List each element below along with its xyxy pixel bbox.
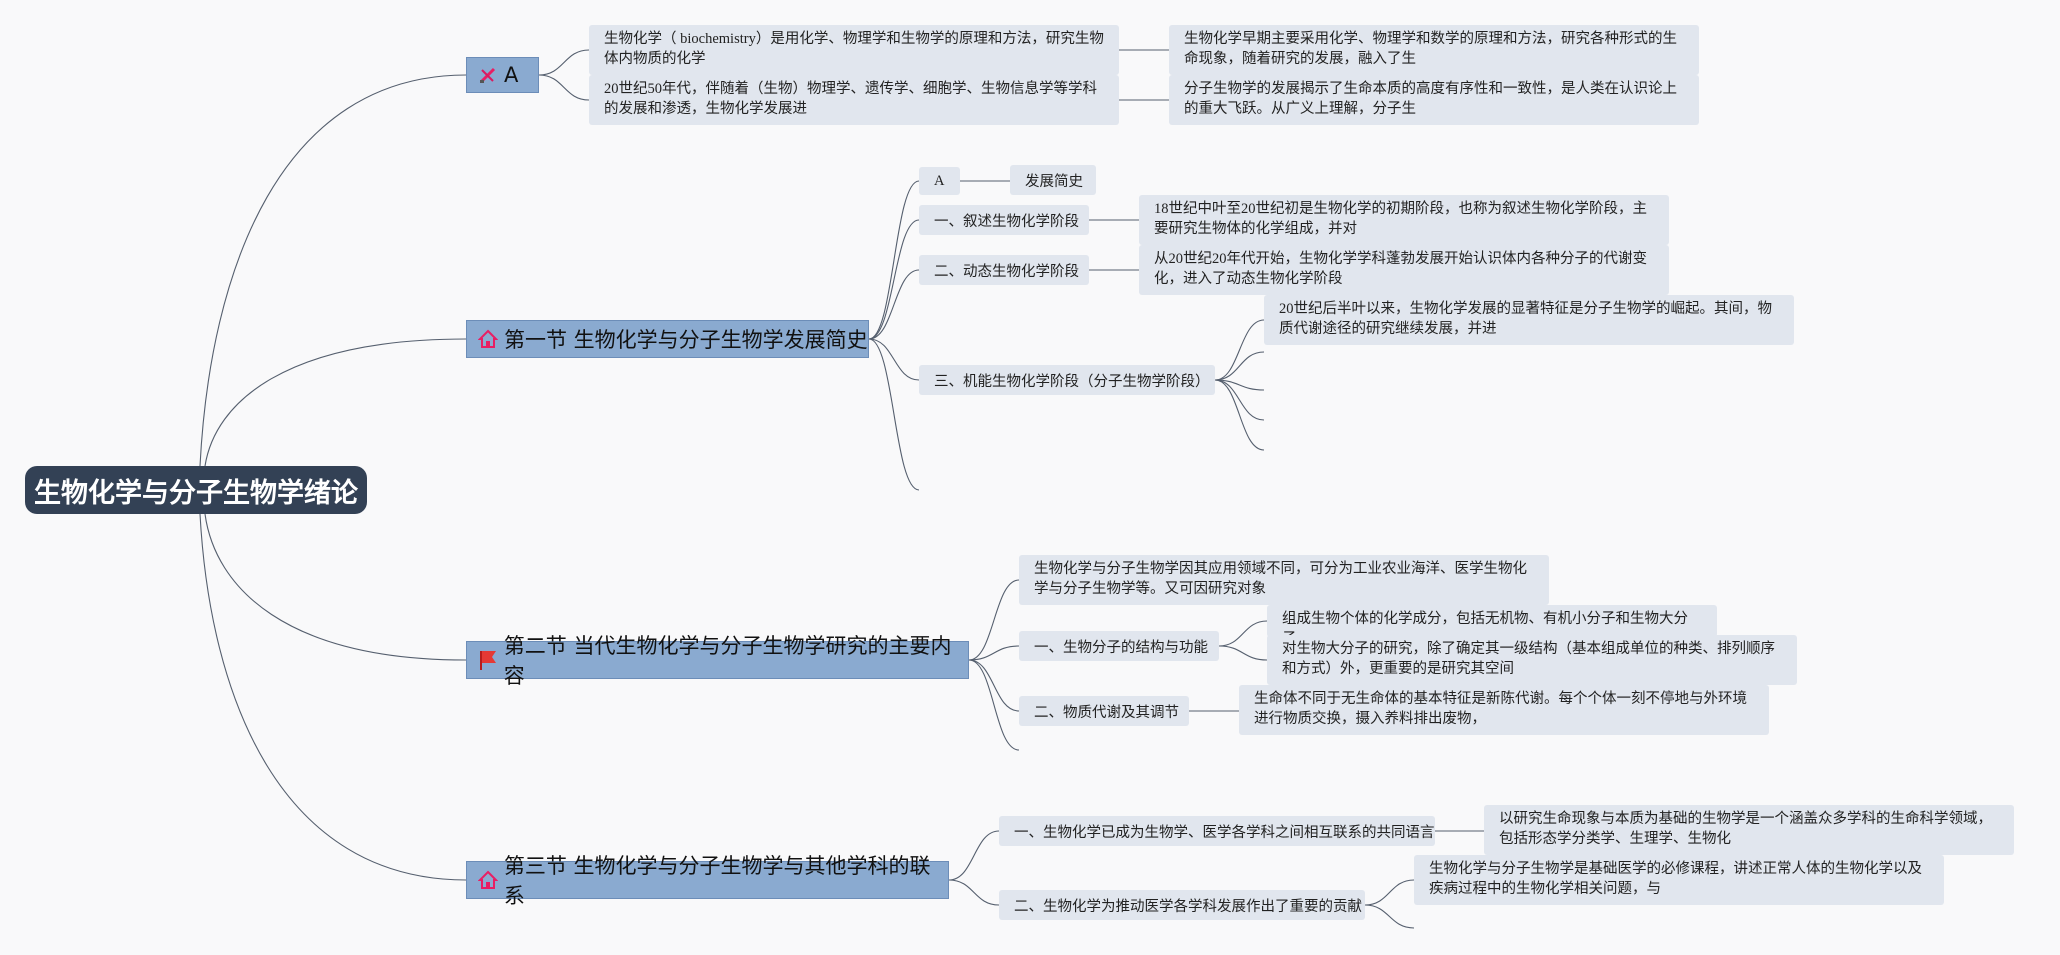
section-2-intro[interactable]: 生物化学与分子生物学因其应用领域不同，可分为工业农业海洋、医学生物化学与分子生物… bbox=[1019, 555, 1549, 605]
connector-line bbox=[204, 338, 467, 467]
connector-line bbox=[1214, 351, 1265, 381]
topic-section-1[interactable]: 第一节 生物化学与分子生物学发展简史 bbox=[466, 320, 869, 358]
connector-line bbox=[199, 74, 467, 467]
connector-line bbox=[1218, 645, 1268, 661]
section-1-stage-2-text[interactable]: 从20世纪20年代开始，生物化学学科蓬勃发展开始认识体内各种分子的代谢变化，进入… bbox=[1139, 245, 1669, 295]
house-icon bbox=[477, 869, 499, 891]
root-topic-label: 生物化学与分子生物学绪论 bbox=[34, 477, 358, 509]
connector-line bbox=[868, 338, 920, 381]
connector-line bbox=[868, 338, 920, 491]
section-1-stage-3[interactable]: 三、机能生物化学阶段（分子生物学阶段） bbox=[919, 365, 1215, 395]
connector-line bbox=[199, 513, 467, 881]
connector-line bbox=[868, 219, 920, 340]
connector-line bbox=[868, 180, 920, 340]
connector-line bbox=[538, 49, 590, 76]
connector-line bbox=[968, 579, 1020, 661]
section-1-a[interactable]: A bbox=[919, 167, 960, 195]
section-2-label: 第二节 当代生物化学与分子生物学研究的主要内容 bbox=[503, 634, 952, 688]
connector-line bbox=[968, 659, 1020, 751]
connector-line bbox=[204, 513, 467, 661]
section-3-sub-1-text[interactable]: 以研究生命现象与本质为基础的生物学是一个涵盖众多学科的生命科学领域，包括形态学分… bbox=[1484, 805, 2014, 855]
red-flag-icon bbox=[477, 649, 499, 671]
connector-line bbox=[968, 659, 1020, 712]
topic-a-item-2[interactable]: 20世纪50年代，伴随着（生物）物理学、遗传学、细胞学、生物信息学等学科的发展和… bbox=[589, 75, 1119, 125]
connector-line bbox=[1214, 379, 1265, 451]
connector-line bbox=[1364, 904, 1415, 929]
house-icon bbox=[477, 328, 499, 350]
connector-line bbox=[1214, 379, 1265, 391]
connector-line bbox=[1214, 319, 1265, 381]
topic-a-item-1[interactable]: 生物化学（ biochemistry）是用化学、物理学和生物学的原理和方法，研究… bbox=[589, 25, 1119, 75]
connector-line bbox=[1214, 379, 1265, 421]
section-2-sub-2-text[interactable]: 生命体不同于无生命体的基本特征是新陈代谢。每个个体一刻不停地与外环境进行物质交换… bbox=[1239, 685, 1769, 735]
section-1-label: 第一节 生物化学与分子生物学发展简史 bbox=[504, 328, 868, 352]
section-1-stage-1-text[interactable]: 18世纪中叶至20世纪初是生物化学的初期阶段，也称为叙述生物化学阶段，主要研究生… bbox=[1139, 195, 1669, 245]
connector-line bbox=[538, 74, 590, 101]
section-1-stage-1[interactable]: 一、叙述生物化学阶段 bbox=[919, 205, 1089, 235]
section-2-sub-1-a[interactable]: 组成生物个体的化学成分，包括无机物、有机小分子和生物大分子。 bbox=[1267, 605, 1717, 647]
section-3-label: 第三节 生物化学与分子生物学与其他学科的联系 bbox=[503, 854, 931, 908]
section-1-stage-3-text[interactable]: 20世纪后半叶以来，生物化学发展的显著特征是分子生物学的崛起。其间，物质代谢途径… bbox=[1264, 295, 1794, 345]
connector-line bbox=[968, 645, 1020, 661]
connector-line bbox=[948, 830, 1000, 881]
topic-section-2[interactable]: 第二节 当代生物化学与分子生物学研究的主要内容 bbox=[466, 634, 969, 688]
connector-line bbox=[1218, 620, 1268, 647]
connector-line bbox=[1364, 879, 1415, 906]
section-2-sub-2[interactable]: 二、物质代谢及其调节 bbox=[1019, 696, 1189, 726]
section-3-sub-2-text[interactable]: 生物化学与分子生物学是基础医学的必修课程，讲述正常人体的生物化学以及疾病过程中的… bbox=[1414, 855, 1944, 905]
connector-line bbox=[868, 269, 920, 340]
pencil-ruler-icon bbox=[477, 64, 499, 86]
section-3-sub-1[interactable]: 一、生物化学已成为生物学、医学各学科之间相互联系的共同语言 bbox=[999, 816, 1435, 846]
topic-a-label: A bbox=[504, 63, 519, 87]
section-2-sub-1-b[interactable]: 对生物大分子的研究，除了确定其一级结构（基本组成单位的种类、排列顺序和方式）外，… bbox=[1267, 635, 1797, 685]
section-2-sub-1[interactable]: 一、生物分子的结构与功能 bbox=[1019, 631, 1219, 661]
section-1-stage-2[interactable]: 二、动态生物化学阶段 bbox=[919, 255, 1089, 285]
topic-a-item-2-child[interactable]: 分子生物学的发展揭示了生命本质的高度有序性和一致性，是人类在认识论上的重大飞跃。… bbox=[1169, 75, 1699, 125]
section-1-a-child[interactable]: 发展简史 bbox=[1010, 165, 1096, 195]
topic-a-item-1-child[interactable]: 生物化学早期主要采用化学、物理学和数学的原理和方法，研究各种形式的生命现象，随着… bbox=[1169, 25, 1699, 75]
topic-a[interactable]: A bbox=[466, 57, 539, 93]
connector-line bbox=[948, 879, 1000, 906]
root-topic[interactable]: 生物化学与分子生物学绪论 bbox=[25, 466, 367, 514]
section-3-sub-2[interactable]: 二、生物化学为推动医学各学科发展作出了重要的贡献 bbox=[999, 890, 1365, 920]
topic-section-3[interactable]: 第三节 生物化学与分子生物学与其他学科的联系 bbox=[466, 854, 949, 908]
